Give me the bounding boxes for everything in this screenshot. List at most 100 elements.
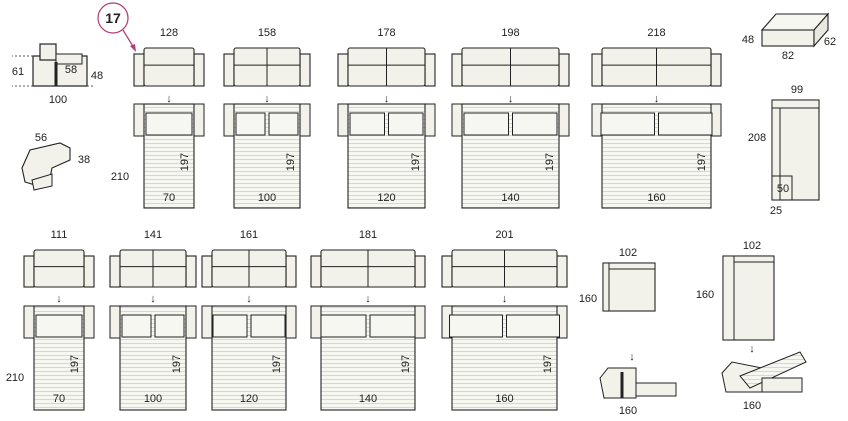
row2-depth-label: 210 [6, 372, 24, 384]
row2-bed-length: 197 [400, 355, 412, 373]
pouf-module: 48 82 62 [742, 12, 836, 62]
row1-bed-width: 140 [501, 192, 519, 204]
corner-unit-2: 102 160 ↓ 160 [696, 240, 807, 412]
row1-pillow-right [268, 112, 299, 136]
row1-sofa-right-arm [558, 53, 570, 87]
row1-bed-length: 197 [696, 153, 708, 171]
row2-sofa-left-arm [441, 255, 453, 288]
row1-bed-width: 100 [258, 192, 276, 204]
row1-arrow: ↓ [264, 93, 270, 105]
armchair-module: 61 48 58 100 [12, 43, 103, 106]
row1-sofa-left-arm [133, 53, 145, 87]
row2-sofa-width: 181 [359, 229, 377, 241]
row1-pillow-left [463, 112, 509, 136]
row1-group-1: 128 ↓ 197 70 [133, 27, 205, 209]
row1-bed-right-arm [424, 103, 436, 137]
row2-bed-length: 197 [69, 355, 81, 373]
row2-pillow-left [121, 314, 152, 338]
row2-pillow-left [212, 314, 248, 338]
pouf-depth: 62 [824, 36, 836, 48]
row2-arrow: ↓ [246, 293, 252, 305]
row2-sofa-right-arm [285, 255, 297, 288]
row2-pillow-left [320, 314, 367, 338]
row1-sofa-left-arm [591, 53, 603, 87]
row2-sofa-left-arm [310, 255, 322, 288]
row1-arrow: ↓ [508, 93, 514, 105]
chaise-width: 99 [791, 84, 803, 96]
row1-sofa-width: 198 [501, 27, 519, 39]
row2-bed-length: 197 [271, 355, 283, 373]
corner2-bed: 160 [743, 400, 761, 412]
row2-bed-width: 70 [53, 393, 65, 405]
row1-arrow: ↓ [384, 93, 390, 105]
row2-pillow-right [250, 314, 286, 338]
row1-pillow-left [600, 112, 655, 136]
corner1-bed: 160 [619, 405, 637, 417]
chaise-module: 99 208 50 25 [748, 84, 820, 217]
corner2-arrow: ↓ [749, 343, 755, 355]
badge-number: 17 [105, 10, 121, 26]
row2-sofa-left-arm [201, 255, 213, 288]
pouf-width: 82 [782, 50, 794, 62]
chaise-seat: 50 [777, 183, 789, 195]
row2-sofa-right-arm [556, 255, 568, 288]
row1-bed-right-arm [193, 103, 205, 137]
row1-sofa-right-arm [299, 53, 311, 87]
corner1-length: 160 [579, 293, 597, 305]
headrest-height: 38 [78, 154, 90, 166]
row1-sofa-right-arm [710, 53, 722, 87]
row2-arrow: ↓ [150, 293, 156, 305]
row2-sofa-left-arm [109, 255, 121, 288]
row2-bed-left-arm [310, 305, 322, 339]
row1-bed-right-arm [299, 103, 311, 137]
row2-arrow: ↓ [365, 293, 371, 305]
row1-pillow-right [658, 112, 713, 136]
row1-pillow-left [349, 112, 385, 136]
row2-bed-right-arm [83, 305, 95, 339]
row2-sofa-right-arm [414, 255, 426, 288]
row1-sofa-right-arm [193, 53, 205, 87]
row1-pillow [145, 112, 193, 136]
corner1-arrow: ↓ [629, 351, 635, 363]
row1-sofa-left-arm [337, 53, 349, 87]
row2-sofa-body [33, 249, 85, 288]
row1-depth-label: 210 [111, 171, 129, 183]
row1-pillow-right [512, 112, 558, 136]
headrest-module: 56 38 [21, 132, 90, 191]
row1-sofa-left-arm [223, 53, 235, 87]
row1-sofa-width: 128 [160, 27, 178, 39]
row1-sofa-width: 178 [377, 27, 395, 39]
row1-bed-left-arm [133, 103, 145, 137]
row1-bed-right-arm [558, 103, 570, 137]
row1-bed-left-arm [451, 103, 463, 137]
row1-bed-left-arm [337, 103, 349, 137]
row1-pillow-left [235, 112, 266, 136]
row2-bed-length: 197 [171, 355, 183, 373]
row1-bed-length: 197 [179, 153, 191, 171]
row2-pillow-right [506, 314, 560, 338]
row1-bed-width: 160 [647, 192, 665, 204]
row1-sofa-width: 158 [258, 27, 276, 39]
row2-arrow: ↓ [502, 293, 508, 305]
row2-bed-right-arm [285, 305, 297, 339]
row1-sofa-right-arm [424, 53, 436, 87]
row2-bed-right-arm [414, 305, 426, 339]
row1-bed-width: 70 [163, 192, 175, 204]
row2-arrow: ↓ [56, 293, 62, 305]
armchair-depth: 58 [65, 64, 77, 76]
row1-bed-left-arm [223, 103, 235, 137]
corner-unit-1: 102 160 ↓ 160 [579, 247, 677, 417]
armchair-seat-height: 48 [91, 70, 103, 82]
row1-arrow: ↓ [166, 93, 172, 105]
row2-bed-width: 120 [240, 393, 258, 405]
row1-sofa-body [143, 47, 195, 87]
row2-bed-width: 100 [144, 393, 162, 405]
row1-bed-width: 120 [377, 192, 395, 204]
row2-sofa-width: 201 [495, 229, 513, 241]
